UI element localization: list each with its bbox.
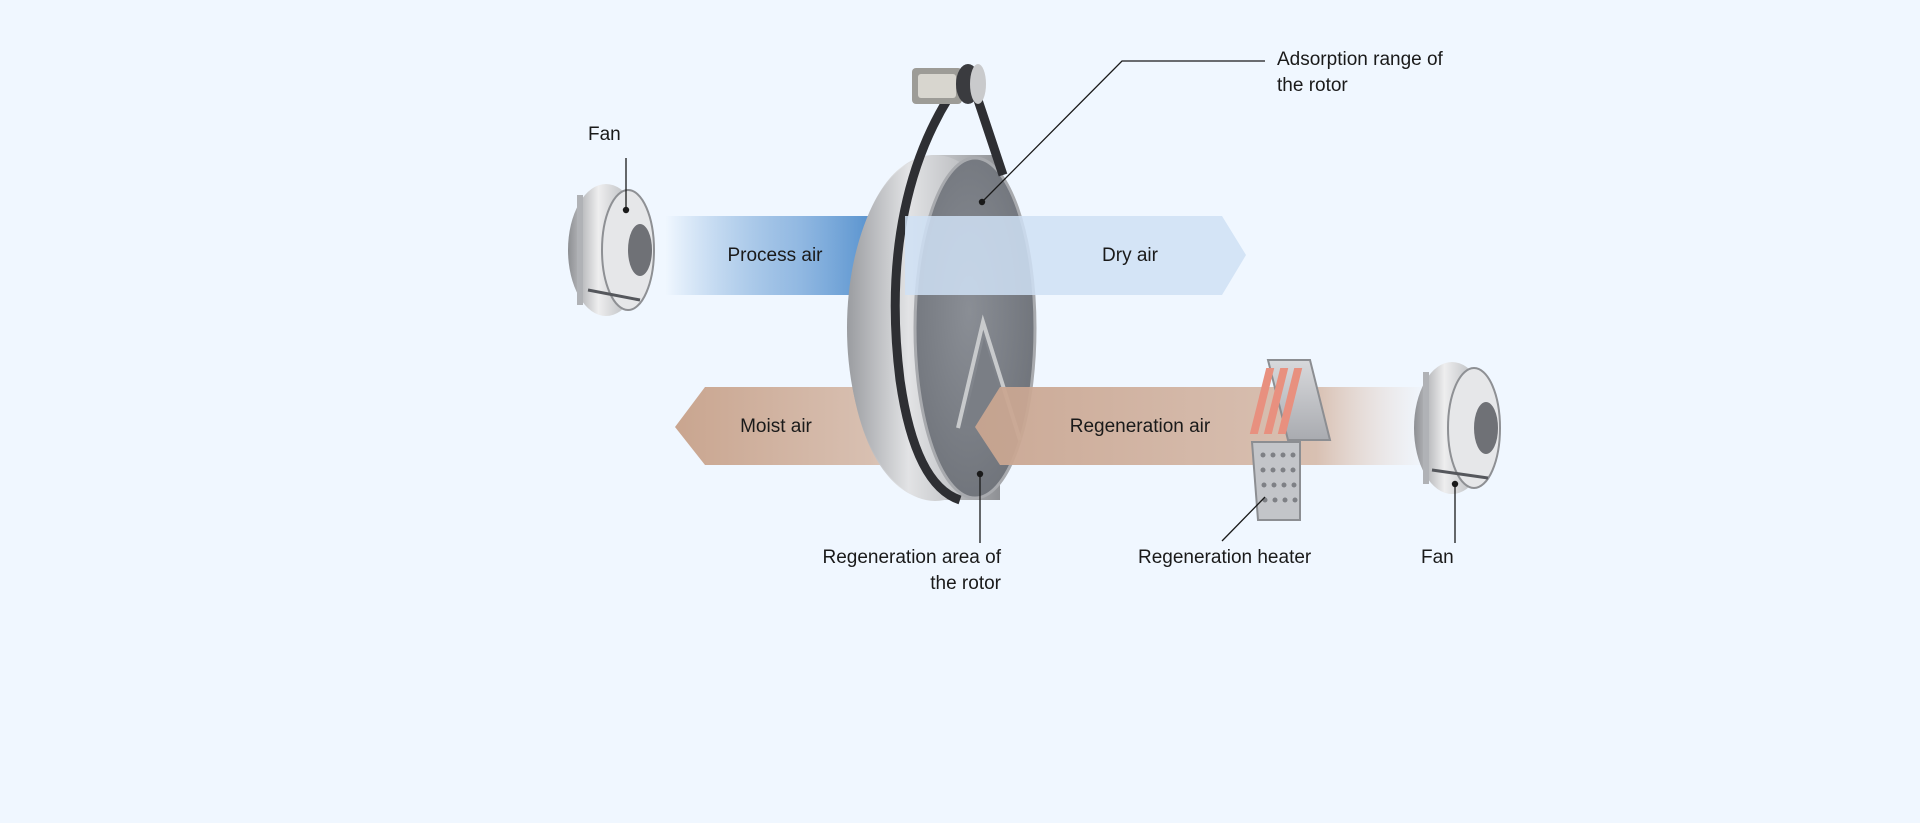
regeneration-heater-label: Regeneration heater (1138, 547, 1312, 568)
fan-right-icon (1414, 362, 1501, 494)
dry-air-arrow (905, 216, 1246, 295)
heater-icon (1249, 359, 1332, 521)
leader-adsorption (981, 60, 1265, 203)
regeneration-air-label: Regeneration air (1069, 416, 1211, 437)
fan-right-label: Fan (1421, 547, 1454, 568)
adsorption-range-label-line2: the rotor (1277, 75, 1348, 96)
leader-dots (622, 198, 1459, 488)
adsorption-range-label-line1: Adsorption range of (1277, 49, 1443, 70)
leader-heater (1221, 496, 1266, 542)
leader-lines (625, 60, 1456, 543)
fan-left-icon (568, 184, 655, 316)
adsorption-range-label: Adsorption range of the rotor (1277, 47, 1443, 99)
regeneration-area-label-line1: Regeneration area of (822, 547, 1001, 568)
drive-motor (912, 64, 1008, 177)
moist-air-label: Moist air (740, 416, 812, 437)
regeneration-area-label-line2: the rotor (930, 573, 1001, 594)
process-air-arrow (665, 216, 905, 295)
fan-left-label: Fan (588, 124, 621, 145)
regeneration-area-label: Regeneration area of the rotor (800, 545, 1001, 597)
process-air-label: Process air (727, 245, 823, 266)
dry-air-label: Dry air (1102, 245, 1158, 266)
